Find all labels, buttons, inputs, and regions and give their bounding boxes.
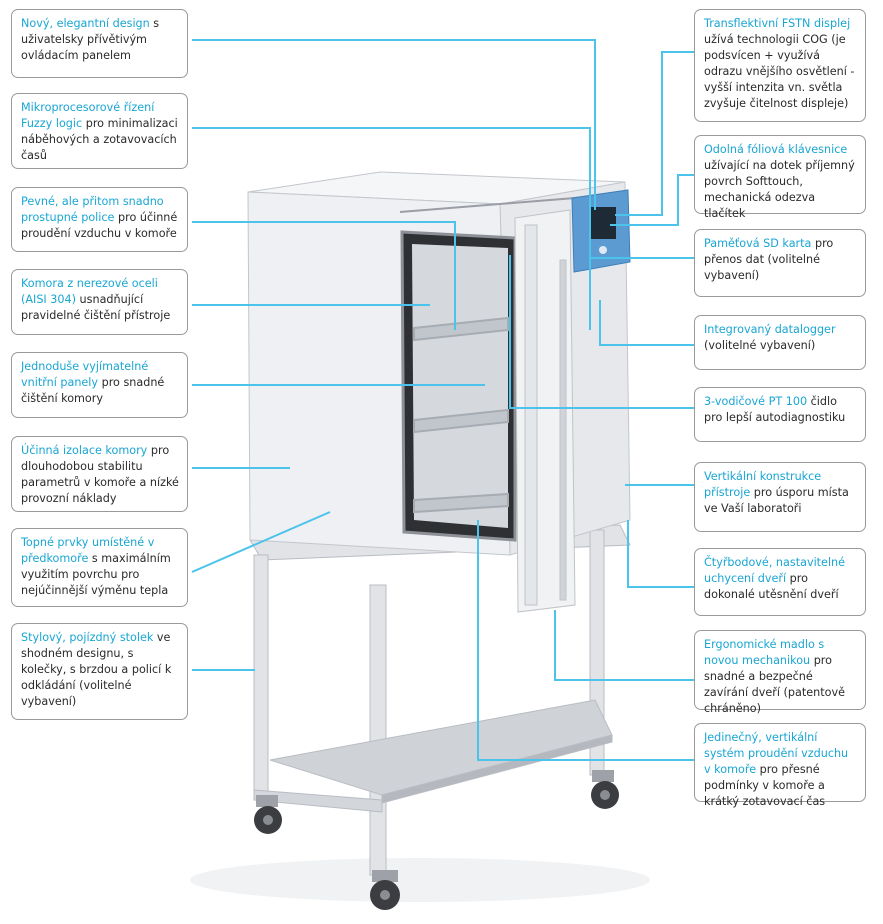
- callout-datalogger-highlight: Integrovaný datalogger: [704, 323, 836, 336]
- callout-fstn-display-highlight: Transflektivní FSTN displej: [704, 17, 851, 30]
- connector-lines-right: [477, 51, 695, 761]
- callout-trolley-text: ve shodném designu, s kolečky, s brzdou …: [21, 631, 172, 708]
- callout-pt100-highlight: 3-vodičové PT 100: [704, 395, 808, 408]
- callout-shelves: Pevné, ale přitom snadno prostupné polic…: [11, 187, 188, 252]
- callout-fuzzy-logic-highlight: Mikroprocesorové řízení Fuzzy logic: [21, 101, 155, 130]
- callout-airflow-highlight: Jedinečný, vertikální systém proudění vz…: [704, 731, 849, 776]
- callout-heating-elements-text: s maximálním využitím povrchu pro nejúči…: [21, 552, 171, 597]
- callout-fstn-display-text: užívá technologii COG (je podsvícen + vy…: [704, 33, 855, 110]
- callout-fstn-display: Transflektivní FSTN displej užívá techno…: [694, 9, 866, 122]
- callout-airflow-text: pro přesné podmínky v komoře a krátký zo…: [704, 763, 826, 808]
- callout-vertical-design-text: pro úsporu místa ve Vaší laboratoři: [704, 486, 849, 515]
- floor-shadow: [190, 858, 650, 902]
- callout-door-latch-highlight: Čtyřbodové, nastavitelné uchycení dveří: [704, 556, 846, 585]
- callout-datalogger: Integrovaný datalogger (volitelné vybave…: [694, 315, 866, 370]
- shelf-icon: [413, 316, 509, 514]
- oven-door: [514, 209, 576, 613]
- callout-vertical-design-highlight: Vertikální konstrukce přístroje: [704, 470, 822, 499]
- callout-door-handle-text: pro snadné a bezpečné zavírání dveří (pa…: [704, 654, 845, 715]
- callout-heating-elements: Topné prvky umístěné v předkomoře s maxi…: [11, 528, 188, 607]
- callout-insulation-highlight: Účinná izolace komory: [21, 444, 148, 457]
- callout-pt100-text: čidlo pro lepší autodiagnostiku: [704, 395, 846, 424]
- connector-lines-left: [191, 39, 596, 671]
- callout-shelves-highlight: Pevné, ale přitom snadno prostupné polic…: [21, 195, 164, 224]
- callout-airflow: Jedinečný, vertikální systém proudění vz…: [694, 723, 866, 808]
- callout-foil-keypad-text: užívající na dotek příjemný povrch Softt…: [704, 159, 855, 220]
- callout-insulation: Účinná izolace komory pro dlouhodobou st…: [11, 436, 188, 512]
- callout-shelves-text: pro účinné proudění vzduchu v komoře: [21, 211, 178, 240]
- callout-foil-keypad-highlight: Odolná fóliová klávesnice: [704, 143, 848, 156]
- callout-fuzzy-logic: Mikroprocesorové řízení Fuzzy logic pro …: [11, 93, 188, 169]
- callout-stainless-chamber: Komora z nerezové oceli (AISI 304) usnad…: [11, 269, 188, 335]
- callout-design-text: s uživatelsky přívětivým ovládacím panel…: [21, 17, 160, 62]
- callout-insulation-text: pro dlouhodobou stabilitu parametrů v ko…: [21, 444, 179, 505]
- callout-design: Nový, elegantní design s uživatelsky pří…: [11, 9, 188, 78]
- callout-vertical-design: Vertikální konstrukce přístroje pro úspo…: [694, 462, 866, 532]
- callout-sd-card: Paměťová SD karta pro přenos dat (volite…: [694, 229, 866, 297]
- callout-pt100: 3-vodičové PT 100 čidlo pro lepší autodi…: [694, 387, 866, 442]
- callout-foil-keypad: Odolná fóliová klávesnice užívající na d…: [694, 135, 866, 220]
- callout-trolley-highlight: Stylový, pojízdný stolek: [21, 631, 154, 644]
- callout-stainless-chamber-highlight: Komora z nerezové oceli (AISI 304): [21, 277, 158, 306]
- callout-removable-panels-highlight: Jednoduše vyjímatelné vnitřní panely: [21, 360, 149, 389]
- callout-heating-elements-highlight: Topné prvky umístěné v předkomoře: [21, 536, 155, 565]
- callout-door-latch: Čtyřbodové, nastavitelné uchycení dveří …: [694, 548, 866, 616]
- callout-door-handle: Ergonomické madlo s novou mechanikou pro…: [694, 630, 866, 715]
- callout-stainless-chamber-text: usnadňující pravidelné čištění přístroje: [21, 293, 171, 322]
- callout-door-handle-highlight: Ergonomické madlo s novou mechanikou: [704, 638, 825, 667]
- callout-trolley: Stylový, pojízdný stolek ve shodném desi…: [11, 623, 188, 720]
- callout-removable-panels-text: pro snadné čištění komory: [21, 376, 165, 405]
- callout-door-latch-text: pro dokonalé utěsnění dveří: [704, 572, 839, 601]
- callout-sd-card-text: pro přenos dat (volitelné vybavení): [704, 237, 834, 282]
- wheel-icon: [254, 770, 619, 910]
- callout-design-highlight: Nový, elegantní design: [21, 17, 150, 30]
- callout-removable-panels: Jednoduše vyjímatelné vnitřní panely pro…: [11, 352, 188, 418]
- control-panel-icon: [571, 189, 631, 273]
- callout-fuzzy-logic-text: pro minimalizaci náběhových a zotavovací…: [21, 117, 178, 162]
- callout-sd-card-highlight: Paměťová SD karta: [704, 237, 812, 250]
- callout-datalogger-text: (volitelné vybavení): [704, 339, 816, 352]
